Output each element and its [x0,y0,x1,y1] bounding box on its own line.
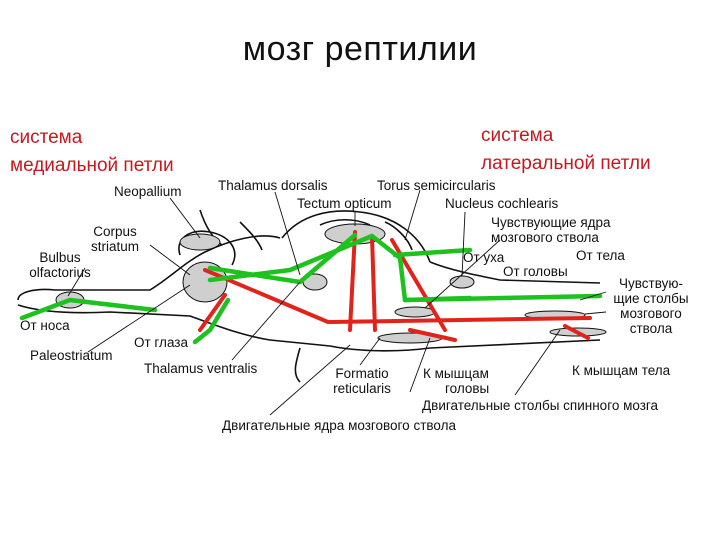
lateral-system-line-2: латеральной петли [481,153,651,174]
label-thalamus-dorsalis: Thalamus dorsalis [218,178,328,193]
lateral-system-line-1: система [481,125,554,146]
neopallium-nucleus [179,233,221,251]
label-tectum-opticum: Tectum opticum [297,196,392,211]
label-from-body: От тела [576,248,625,263]
motor-pathway-red [198,230,592,342]
label-to-body-muscles: К мышцам тела [572,363,671,378]
page-title: мозг рептилии [242,30,478,68]
label-from-head: От головы [503,264,568,279]
label-neopallium: Neopallium [114,184,182,199]
label-torus-semicircularis: Torus semicircularis [377,178,496,193]
label-paleostriatum: Paleostriatum [30,348,113,363]
label-sensory-columns: Чувствую- щие столбы мозгового ствола [613,276,689,336]
green-from-eye [192,297,231,345]
label-from-eye: От глаза [134,335,188,350]
label-formatio-reticularis: Formatio reticularis [333,366,391,396]
green-striatum-tectum-2 [207,233,375,283]
red-stem-trunk [328,316,592,324]
leader-lines [67,189,607,416]
brain-outline [17,209,601,383]
medial-system-line-2: медиальной петли [10,155,174,176]
label-to-head-muscles: К мышцам головы [423,366,490,396]
red-tectum-down-2 [370,234,377,332]
medial-system-line-1: система [10,127,83,148]
red-to-head-muscles [408,328,457,342]
label-bulbus-olfactorius: Bulbus olfactorius [29,250,91,280]
label-motor-columns: Двигательные столбы спинного мозга [422,398,659,413]
label-nucleus-cochlearis: Nucleus cochlearis [445,196,559,211]
corpus-striatum-nucleus [182,261,228,303]
green-lateral-trunk [402,293,603,303]
lateral-lemniscus-system-label: система латеральной петли [481,122,651,178]
red-tectum-down-1 [348,230,357,332]
label-from-ear: От уха [463,250,505,265]
red-from-eye-branch [198,293,227,332]
sensory-nuclei-brainstem [394,306,436,318]
label-from-nose: От носа [20,318,70,333]
label-motor-nuclei: Двигательные ядра мозгового ствола [222,418,456,433]
medial-lemniscus-system-label: система медиальной петли [10,124,174,180]
label-thalamus-ventralis: Thalamus ventralis [144,361,258,376]
label-sensory-nuclei: Чувствующие ядра мозгового ствола [491,215,611,245]
red-to-body-muscles [563,324,590,340]
label-corpus-striatum: Corpus striatum [90,224,139,254]
green-from-ear [392,247,473,258]
green-from-nose [19,297,158,321]
